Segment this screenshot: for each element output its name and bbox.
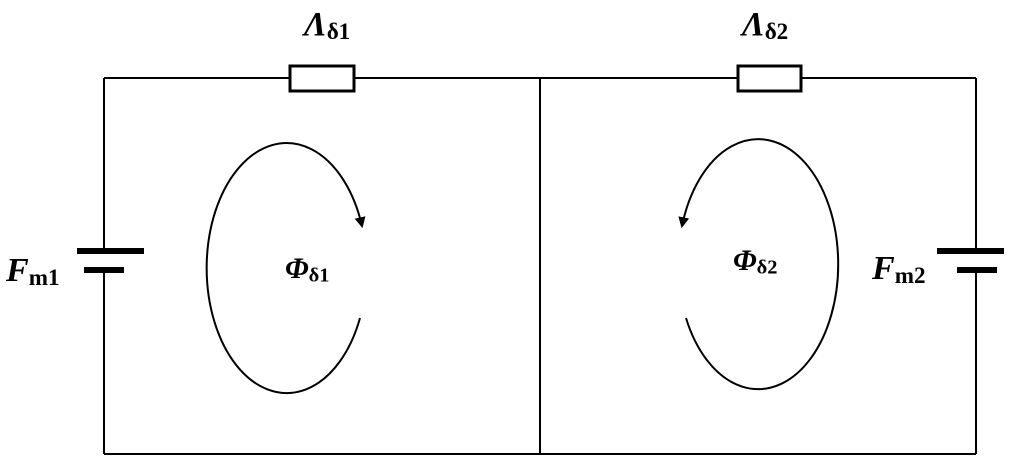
reluctance-symbol-1: Λ	[304, 6, 327, 43]
flux-label-2: Φδ2	[733, 246, 777, 278]
clockwise-flux-arrow-icon	[205, 142, 366, 395]
flux-label-1: Φδ1	[285, 254, 329, 286]
flux-subscript-1: δ1	[308, 264, 330, 287]
mmf-subscript-1: m1	[28, 265, 60, 292]
counterclockwise-flux-arrow-icon	[678, 138, 840, 391]
mmf-source-1	[77, 248, 144, 273]
mmf-source-2	[937, 248, 1004, 273]
flux-subscript-2: δ2	[756, 256, 778, 279]
reluctance-symbol-2: Λ	[742, 6, 765, 43]
reluctance-resistor-2	[736, 64, 803, 93]
mmf-symbol-1: F	[6, 252, 29, 289]
reluctance-label-2: Λδ2	[742, 8, 788, 44]
mmf-label-2: Fm2	[872, 252, 926, 288]
flux-symbol-2: Φ	[733, 244, 757, 277]
reluctance-label-1: Λδ1	[304, 8, 350, 44]
reluctance-subscript-2: δ2	[764, 19, 789, 46]
reluctance-subscript-1: δ1	[326, 19, 351, 46]
mmf-label-1: Fm1	[6, 254, 60, 290]
flux-symbol-1: Φ	[285, 252, 309, 285]
circuit-wires	[103, 77, 977, 455]
mmf-symbol-2: F	[872, 250, 895, 287]
reluctance-resistor-1	[288, 64, 356, 93]
mmf-subscript-2: m2	[894, 263, 926, 290]
